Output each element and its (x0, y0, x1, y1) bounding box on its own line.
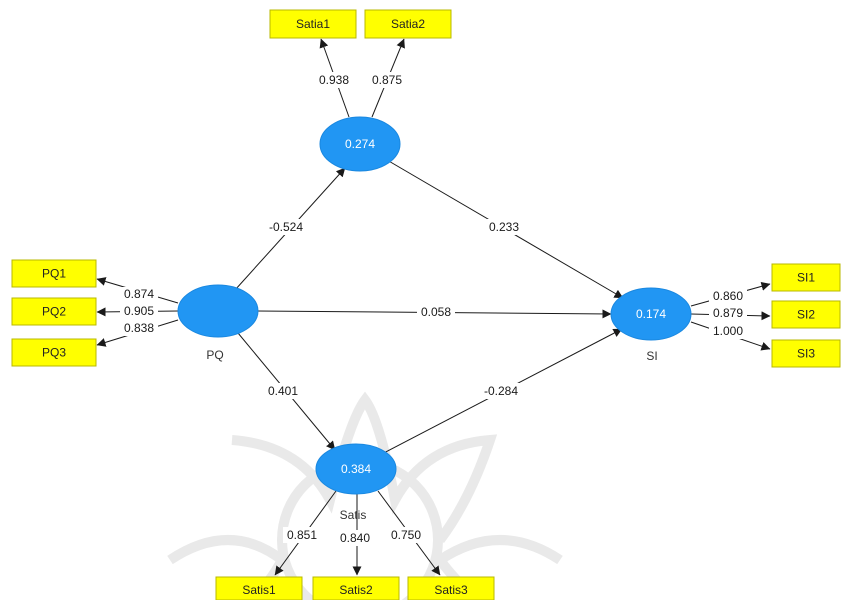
indicator-satis2[interactable]: Satis2 (312, 576, 400, 600)
coef-satisfaction-si: 0.233 (489, 220, 519, 234)
coef-pq-si: 0.058 (421, 305, 451, 319)
loading-si3: 1.000 (713, 324, 743, 338)
loading-satis3: 0.750 (391, 528, 421, 542)
construct-si[interactable]: 0.174 (610, 287, 692, 341)
construct-satisfaction[interactable]: 0.274 (319, 116, 401, 172)
indicator-satia1[interactable]: Satia1 (269, 9, 357, 39)
indicator-si3[interactable]: SI3 (771, 339, 841, 368)
indicator-si1[interactable]: SI1 (771, 263, 841, 292)
construct-satis-label: Satis (340, 508, 367, 522)
indicator-satis3[interactable]: Satis3 (407, 576, 495, 600)
indicator-satia1-label: Satia1 (296, 17, 330, 31)
construct-satis[interactable]: 0.384 (315, 443, 397, 495)
coef-pq-satis: 0.401 (268, 384, 298, 398)
coef-satis-si: -0.284 (484, 384, 518, 398)
construct-si-label: SI (646, 349, 657, 363)
indicator-si2[interactable]: SI2 (771, 300, 841, 329)
loading-satia2: 0.875 (372, 73, 402, 87)
indicator-pq2[interactable]: PQ2 (11, 297, 97, 326)
loading-satia1: 0.938 (319, 73, 349, 87)
indicator-pq3[interactable]: PQ3 (11, 338, 97, 367)
outer-loadings: 0.938 0.875 0.874 0.905 0.838 0.860 0.87… (120, 72, 747, 546)
indicator-satis2-label: Satis2 (339, 583, 373, 597)
indicator-si1-label: SI1 (797, 271, 815, 285)
loading-pq2: 0.905 (124, 304, 154, 318)
path-coefficients: -0.524 0.233 0.058 0.401 -0.284 (264, 219, 523, 399)
indicator-satia2-label: Satia2 (391, 17, 425, 31)
loading-pq3: 0.838 (124, 321, 154, 335)
loading-si2: 0.879 (713, 306, 743, 320)
construct-pq-label: PQ (206, 348, 223, 362)
construct-pq[interactable] (177, 284, 259, 338)
construct-satisfaction-r2: 0.274 (345, 137, 375, 151)
loading-si1: 0.860 (713, 289, 743, 303)
coef-pq-satisfaction: -0.524 (269, 220, 303, 234)
background-watermark (167, 391, 563, 600)
indicator-satis3-label: Satis3 (434, 583, 468, 597)
indicator-satis1[interactable]: Satis1 (215, 576, 303, 600)
indicator-satis1-label: Satis1 (242, 583, 276, 597)
indicator-si2-label: SI2 (797, 308, 815, 322)
construct-satis-r2: 0.384 (341, 462, 371, 476)
indicator-si3-label: SI3 (797, 347, 815, 361)
loading-pq1: 0.874 (124, 287, 154, 301)
indicator-pq3-label: PQ3 (42, 346, 66, 360)
indicator-pq1-label: PQ1 (42, 267, 66, 281)
construct-si-r2: 0.174 (636, 307, 666, 321)
loading-satis1: 0.851 (287, 528, 317, 542)
indicator-pq1[interactable]: PQ1 (11, 259, 97, 288)
indicator-pq2-label: PQ2 (42, 305, 66, 319)
loading-satis2: 0.840 (340, 531, 370, 545)
indicator-satia2[interactable]: Satia2 (364, 9, 452, 39)
